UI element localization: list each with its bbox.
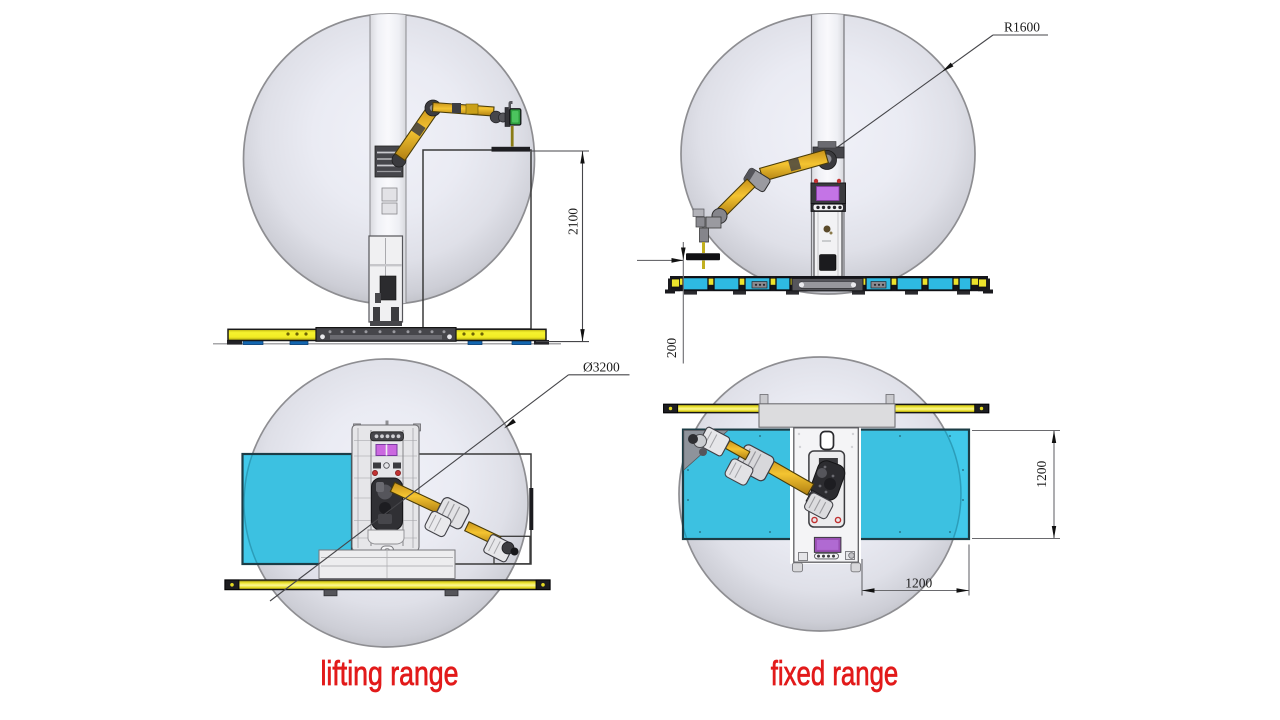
svg-text:lifting range: lifting range — [321, 655, 459, 693]
svg-text:200: 200 — [664, 338, 679, 359]
svg-text:R1600: R1600 — [1004, 20, 1040, 35]
svg-text:Ø3200: Ø3200 — [583, 360, 620, 375]
svg-text:1200: 1200 — [1034, 461, 1049, 488]
svg-text:2100: 2100 — [566, 208, 581, 235]
svg-text:1200: 1200 — [905, 576, 932, 591]
svg-text:fixed range: fixed range — [771, 655, 899, 693]
